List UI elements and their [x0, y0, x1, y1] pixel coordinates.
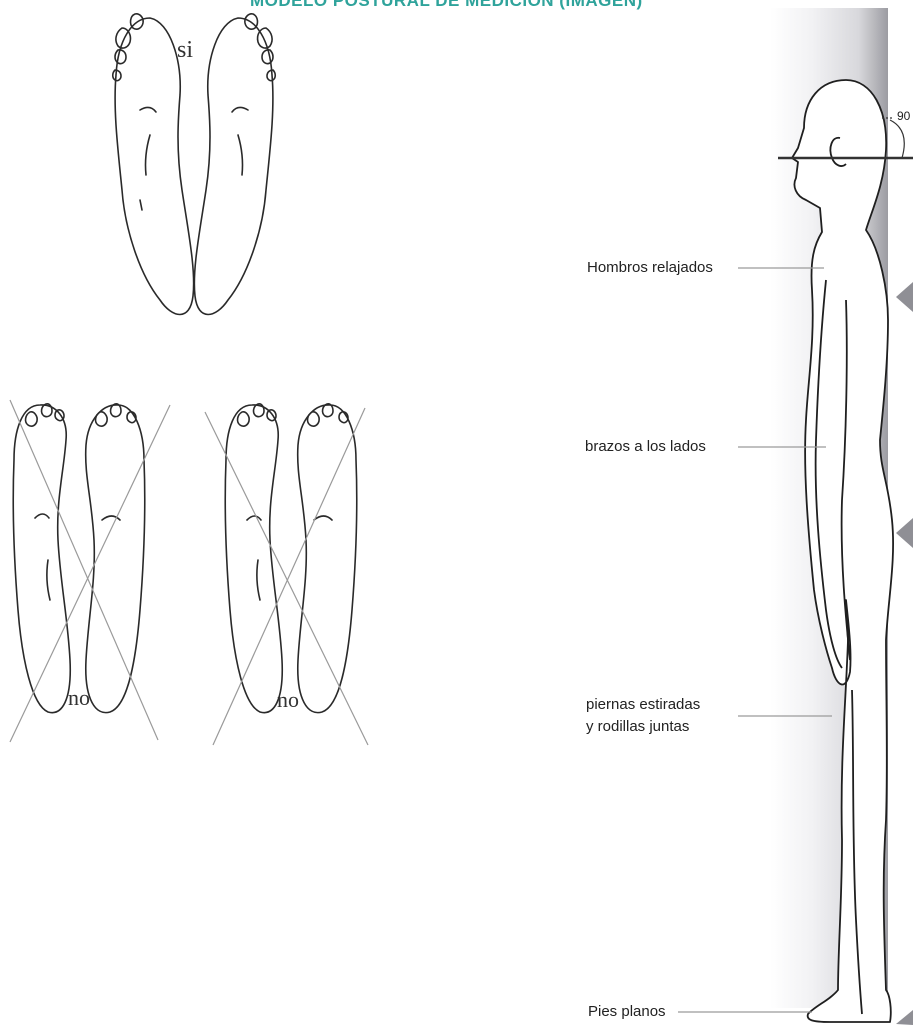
correct-feet-label: si [177, 37, 193, 64]
label-legs-line1: piernas estiradas [586, 694, 700, 716]
label-angle: 90 [897, 109, 910, 123]
label-arms: brazos a los lados [585, 436, 706, 458]
wrong-feet-label-left: no [68, 685, 90, 711]
wrong-feet-label-right: no [277, 687, 299, 713]
angle-arc [890, 120, 904, 158]
wrong-feet-cross-left [10, 400, 170, 742]
label-legs-line2: y rodillas juntas [586, 716, 689, 738]
label-feet: Pies planos [588, 1001, 666, 1023]
wrong-feet-illustration-right [225, 404, 357, 713]
label-shoulders: Hombros relajados [587, 257, 713, 279]
reference-markers [896, 282, 913, 1025]
correct-feet-illustration [113, 14, 276, 315]
